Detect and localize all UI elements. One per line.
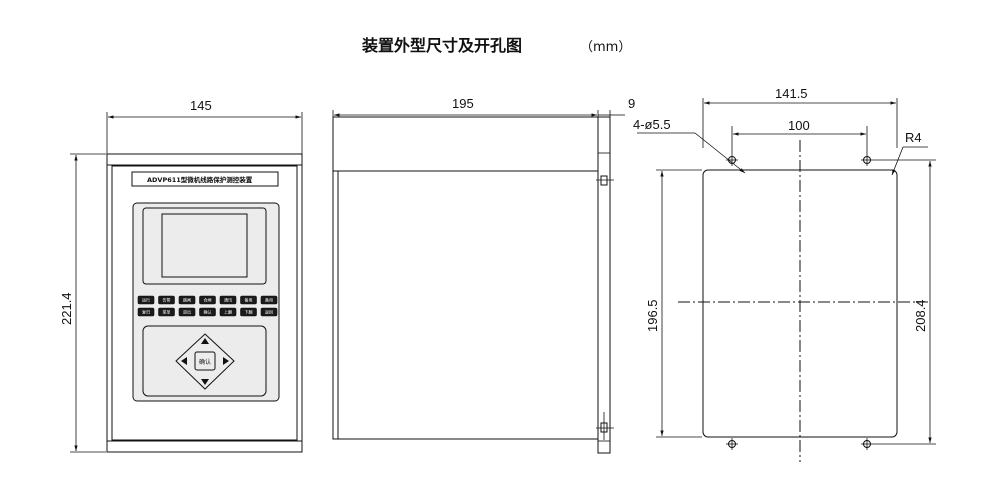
function-key[interactable]: [137, 295, 155, 305]
front-panel: [111, 165, 298, 441]
cutout-view: 141.5 100 4-ø5.5 R4: [633, 86, 936, 462]
function-key-label: 退出: [183, 309, 191, 315]
cutout-width-label: 141.5: [775, 86, 808, 101]
nameplate-text: ADVP611型微机线路保护测控装置: [147, 175, 253, 184]
nav-center-label: 确认: [199, 358, 211, 366]
lcd-screen: [161, 213, 248, 278]
nav-right-button[interactable]: [223, 357, 229, 365]
drawing-title: 装置外型尺寸及开孔图: [361, 36, 522, 55]
side-flange: [597, 116, 611, 454]
nameplate: [131, 171, 279, 187]
side-case-body: [332, 116, 599, 440]
front-view: 145 221.4 ADVP611型微机线路保护测控装置 运行 告警 跳闸 合闸 通讯 备…: [59, 98, 303, 453]
side-top-screw: [600, 175, 608, 186]
function-key[interactable]: [260, 307, 278, 317]
unit-label: （mm）: [580, 40, 631, 55]
radius-leader-line: [891, 146, 904, 176]
function-key-label: 返回: [265, 309, 273, 315]
function-key-label: 菜单: [163, 309, 171, 315]
side-depth-label: 195: [452, 96, 474, 111]
nav-down-button[interactable]: [201, 379, 209, 385]
mounting-hole: [726, 438, 738, 450]
function-key[interactable]: [137, 307, 155, 317]
function-key-label: 备用: [245, 297, 253, 303]
panel-thickness-label: 9: [628, 96, 635, 111]
corner-radius-label: R4: [905, 130, 922, 145]
function-key-label: 运行: [142, 297, 150, 303]
keypad-panel: [142, 325, 267, 397]
function-key[interactable]: [158, 307, 175, 317]
function-key[interactable]: [199, 295, 216, 305]
hole-spacing-label: 100: [788, 118, 810, 133]
front-height-label: 221.4: [59, 292, 74, 325]
mounting-hole: [861, 438, 873, 450]
nav-diamond: [175, 333, 235, 390]
mounting-hole: [861, 154, 873, 166]
function-key-label: 下翻: [245, 309, 253, 315]
function-key[interactable]: [178, 307, 196, 317]
function-key-label: 告警: [163, 297, 171, 303]
front-width-label: 145: [190, 98, 212, 113]
function-key-label: 复归: [142, 309, 150, 315]
function-key-label: 合闸: [204, 297, 212, 303]
function-key-label: 备用: [265, 297, 273, 303]
nav-center-button[interactable]: [194, 351, 216, 371]
function-key[interactable]: [219, 295, 237, 305]
side-view: 195 9: [332, 96, 635, 454]
function-key[interactable]: [178, 295, 196, 305]
function-key[interactable]: [240, 295, 257, 305]
cutout-height-label: 196.5: [645, 299, 660, 332]
front-housing: [106, 153, 303, 453]
mounting-hole: [726, 154, 738, 166]
function-key-label: 确认: [204, 309, 212, 315]
function-key-label: 上翻: [224, 309, 232, 315]
function-key-label: 跳闸: [183, 297, 191, 303]
function-key[interactable]: [219, 307, 237, 317]
function-key[interactable]: [199, 307, 216, 317]
nav-left-button[interactable]: [181, 357, 187, 365]
function-key[interactable]: [240, 307, 257, 317]
function-key[interactable]: [158, 295, 175, 305]
function-key[interactable]: [260, 295, 278, 305]
hole-height-label: 208.4: [913, 299, 928, 332]
function-key-label: 通讯: [224, 297, 232, 303]
lcd-bezel: [142, 207, 267, 285]
hole-leader-line: [694, 132, 746, 174]
hole-size-label: 4-ø5.5: [633, 117, 671, 132]
nav-up-button[interactable]: [201, 338, 209, 344]
